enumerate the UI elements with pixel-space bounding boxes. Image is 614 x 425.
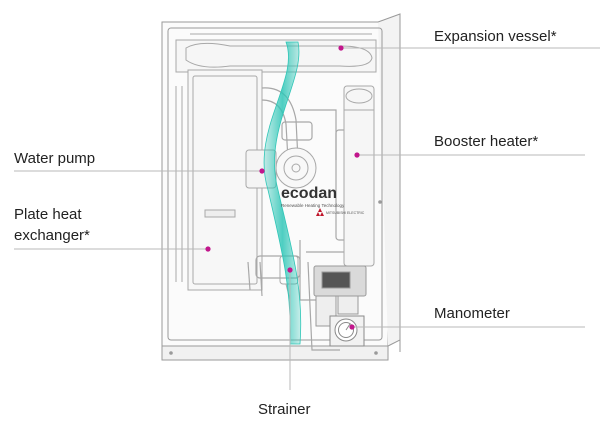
marker-plate-heat-exchanger: [205, 246, 211, 252]
brand-tagline: Renewable Heating Technology: [281, 203, 345, 208]
brand-logo: ecodan: [281, 185, 337, 202]
marker-water-pump: [259, 168, 265, 174]
maker-mark: MITSUBISHI ELECTRIC: [326, 211, 365, 215]
label-expansion-vessel: Expansion vessel*: [434, 28, 557, 45]
callout-markers: [205, 45, 360, 330]
label-booster-heater: Booster heater*: [434, 133, 539, 150]
marker-expansion-vessel: [338, 45, 344, 51]
expansion-vessel: [175, 33, 377, 73]
leader-lines: [14, 47, 600, 390]
label-strainer: Strainer: [258, 401, 311, 418]
booster-heater: [343, 85, 375, 267]
marker-strainer: [287, 267, 293, 273]
label-plate-heat-exchanger-line1: Plate heat: [14, 206, 82, 223]
marker-booster-heater: [354, 152, 360, 158]
maker-logo-icon: [316, 208, 324, 216]
marker-manometer: [349, 324, 355, 330]
label-plate-heat-exchanger-line2: exchanger*: [14, 227, 90, 244]
label-water-pump: Water pump: [14, 150, 96, 167]
label-manometer: Manometer: [434, 305, 510, 322]
manometer: [329, 315, 365, 347]
